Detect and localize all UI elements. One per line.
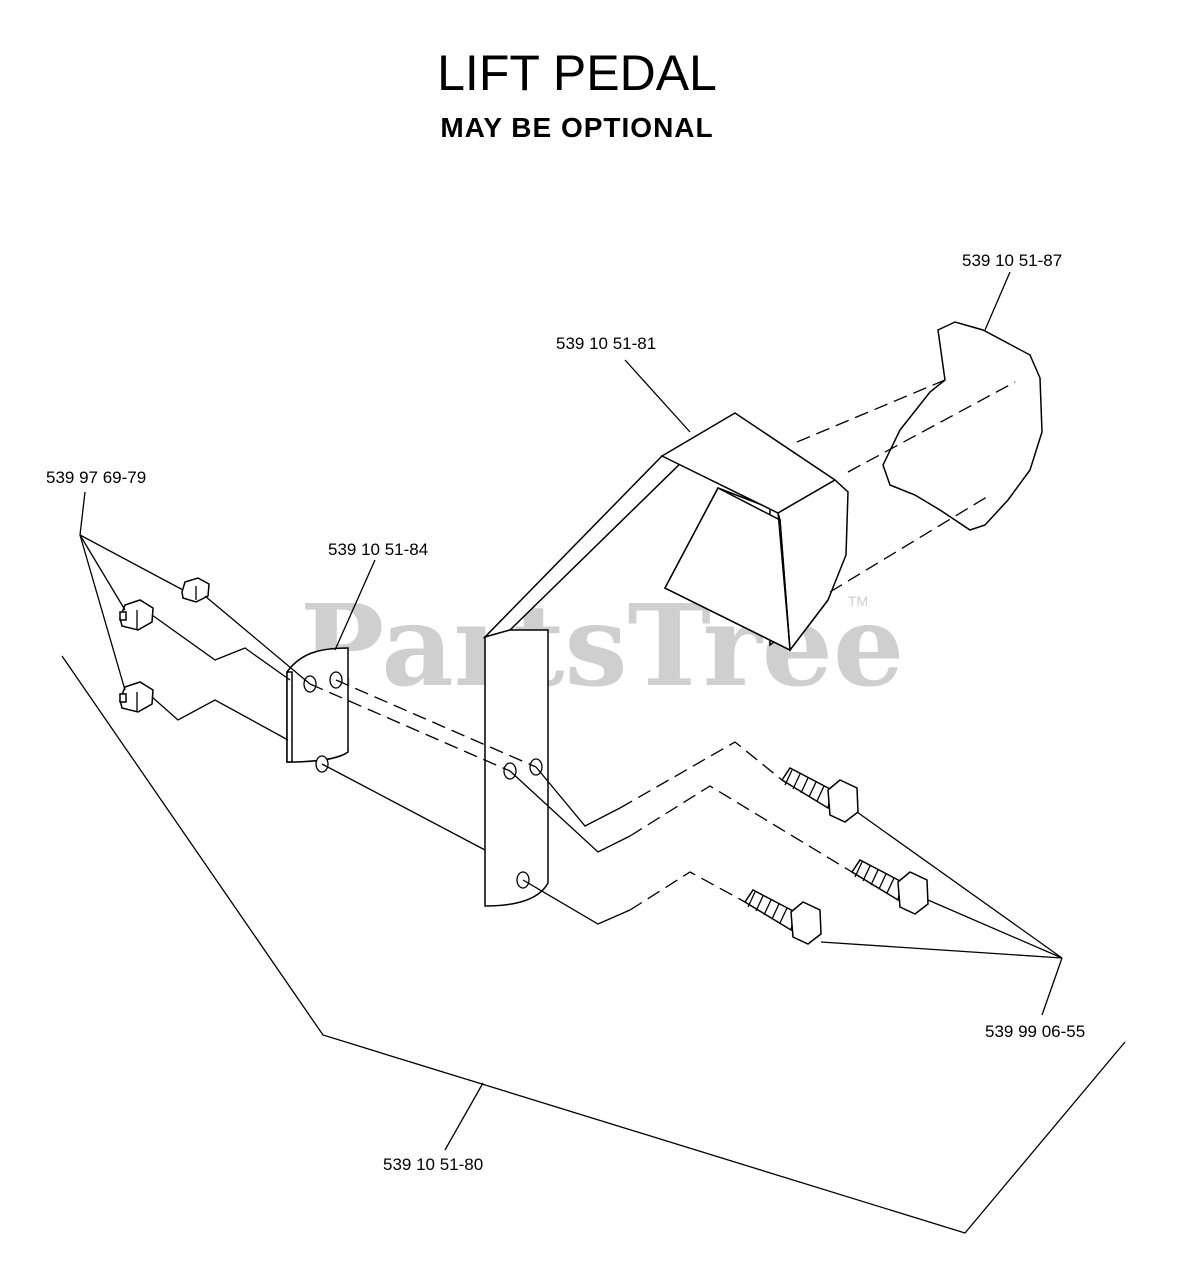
diagram-title: LIFT PEDAL: [437, 45, 717, 101]
diagram-subtitle: MAY BE OPTIONAL: [440, 112, 713, 143]
part-label-assembly[interactable]: 539 10 51-80: [383, 1155, 483, 1174]
bolt-lower: [743, 889, 822, 945]
part-label-plate[interactable]: 539 10 51-84: [328, 540, 428, 559]
part-label-bolt[interactable]: 539 99 06-55: [985, 1022, 1085, 1041]
part-label-pedal-cover[interactable]: 539 10 51-87: [962, 251, 1062, 270]
part-label-pedal[interactable]: 539 10 51-81: [556, 334, 656, 353]
mounting-plate: [286, 647, 349, 773]
part-label-nut[interactable]: 539 97 69-79: [46, 468, 146, 487]
nut-middle: [119, 599, 154, 631]
pedal-cover: [882, 321, 1043, 531]
assembly-alignment-lines: [151, 595, 853, 925]
bolt-middle: [850, 859, 929, 915]
bolt-top: [780, 767, 859, 823]
watermark-trademark: TM: [848, 593, 868, 609]
nut-top: [181, 577, 210, 603]
cover-alignment-lines: [796, 379, 1016, 593]
nut-lower: [119, 681, 154, 713]
leader-lines: [61, 271, 1126, 1234]
